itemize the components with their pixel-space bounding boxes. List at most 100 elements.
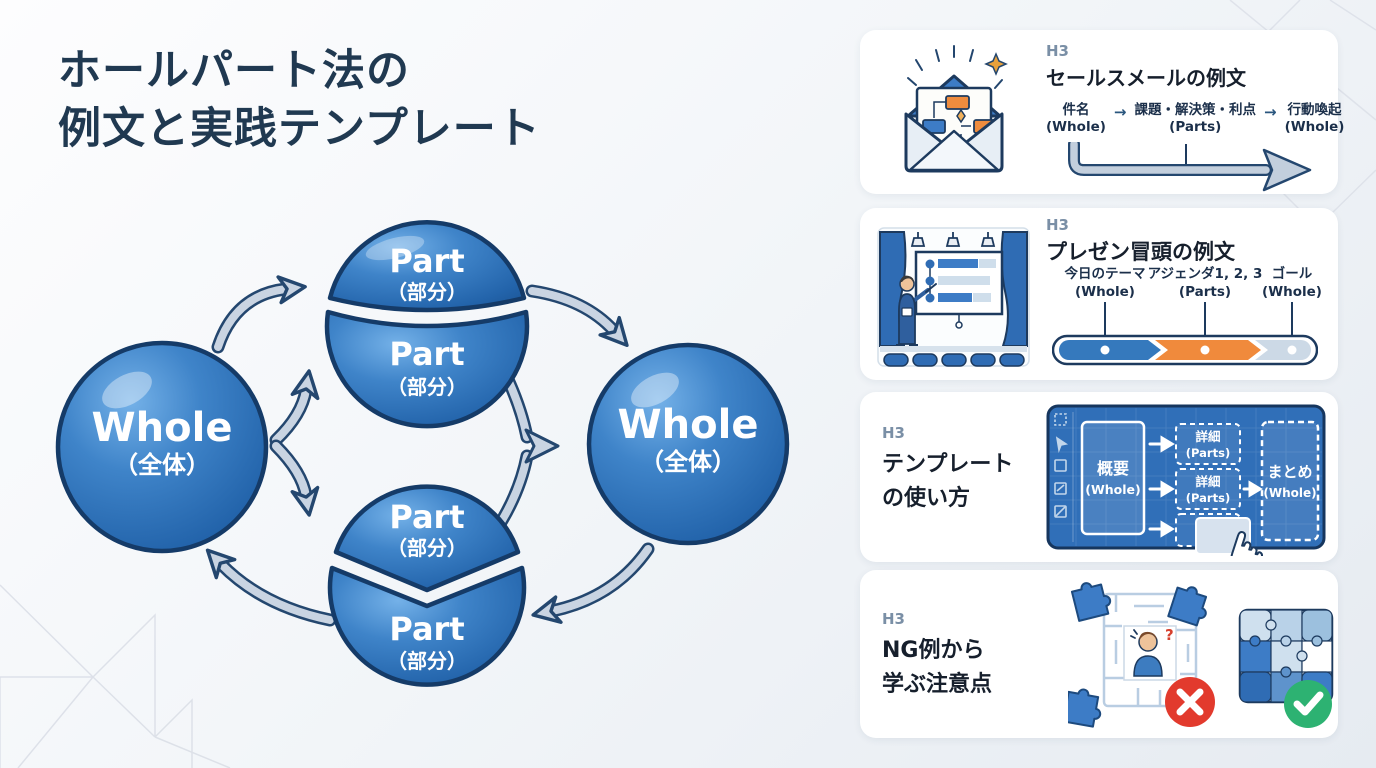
page-title: ホールパート法の 例文と実践テンプレート: [58, 42, 541, 159]
puzzle-piece-icon: [1068, 685, 1105, 729]
presenter: [896, 275, 937, 348]
card2-title: プレゼン冒頭の例文: [1046, 240, 1235, 264]
detail-box-2: 詳細 (Parts): [1175, 468, 1241, 510]
card1-title: セールスメールの例文: [1046, 66, 1246, 90]
svg-text:(Whole): (Whole): [1263, 486, 1316, 500]
flow-item-body: 課題・解決策・利点 (Parts): [1134, 102, 1256, 136]
whole-left-label: Whole: [92, 405, 233, 451]
progress-bar: [1052, 302, 1318, 366]
maze-puzzle-ng-icon: ?: [1068, 578, 1215, 729]
solved-puzzle-ok-icon: [1238, 608, 1334, 728]
card3-h3-tag: H3: [882, 424, 905, 442]
arrow-whole-to-parts-bottom: [531, 542, 655, 624]
part-bottom-a-label: Part: [389, 498, 464, 536]
flow-sub: (Whole): [1284, 118, 1345, 135]
background-pattern-bottom-left: [0, 584, 231, 768]
whole-left-sub: （全体）: [114, 451, 210, 479]
whole-part-cycle-diagram: Whole （全体） Whole （全体） Part （部分） Part （部分…: [55, 220, 790, 687]
puzzle-piece-icon: [1069, 578, 1115, 622]
svg-text:詳細: 詳細: [1195, 429, 1220, 444]
step-sub: (Parts): [1178, 283, 1232, 300]
flow-item-cta: 行動喚起 (Whole): [1285, 102, 1345, 136]
part-bottom-b-sub: （部分）: [387, 649, 467, 673]
step-sub: (Whole): [1075, 283, 1135, 300]
card4-h3-tag: H3: [882, 610, 905, 628]
card-template-usage: H3 テンプレート の使い方 概要 (Whole) 詳細: [860, 392, 1338, 562]
step-sub: (Whole): [1262, 283, 1322, 300]
page-title-line1: ホールパート法の: [58, 46, 410, 96]
question-mark: ?: [1165, 626, 1174, 644]
flow-sub: (Parts): [1169, 118, 1222, 135]
svg-text:詳細: 詳細: [1195, 474, 1220, 489]
whole-right-label: Whole: [618, 402, 759, 448]
screen-list: [925, 259, 996, 303]
card1-h3-tag: H3: [1046, 42, 1069, 60]
detail-box-1: 詳細 (Parts): [1175, 423, 1241, 465]
arrow-parts-top-to-whole: [525, 284, 629, 347]
card-sales-email: H3 セールスメールの例文 件名 (Whole) → 課題・解決策・利点 (Pa…: [860, 30, 1344, 194]
segment-whole1: [1059, 340, 1161, 360]
step-label: アジェンダ1, 2, 3: [1147, 266, 1263, 282]
flow-label: 行動喚起: [1287, 102, 1342, 118]
ok-badge: [1284, 680, 1332, 728]
card1-flow: 件名 (Whole) → 課題・解決策・利点 (Parts) → 行動喚起 (W…: [1046, 102, 1344, 136]
curtain-right: [1000, 231, 1028, 347]
svg-text:概要: 概要: [1097, 459, 1129, 478]
card4-title-line1: NG例から: [882, 638, 985, 663]
sparkle-icon: [984, 52, 1008, 76]
step-agenda: アジェンダ1, 2, 3 (Parts): [1148, 266, 1263, 301]
card-presentation-opening: H3 プレゼン冒頭の例文 今日のテーマ (Whole) アジェンダ1, 2, 3…: [860, 208, 1338, 380]
tool-strip-icons: [1054, 413, 1069, 518]
cycle-arrows: [205, 275, 655, 627]
card4-title-line2: 学ぶ注意点: [882, 672, 993, 697]
step-theme: 今日のテーマ (Whole): [1065, 266, 1146, 301]
flow-item-subject: 件名 (Whole): [1046, 102, 1106, 136]
parts-sphere-top: Part （部分） Part （部分）: [324, 220, 530, 429]
presentation-stage-icon: [877, 227, 1030, 367]
right-arrow-icon: →: [1263, 103, 1277, 121]
part-top-b-sub: （部分）: [387, 375, 467, 399]
whole-right-sub: （全体）: [640, 448, 736, 476]
audience-seats: [883, 353, 1025, 367]
parts-sphere-bottom: Part （部分） Part （部分）: [327, 484, 527, 687]
segment-whole2: [1255, 340, 1311, 360]
part-bottom-b-label: Part: [389, 610, 464, 648]
x-mark-icon: [1176, 688, 1204, 716]
whole-sphere-right: Whole （全体）: [586, 342, 790, 546]
panel-arrows: [1148, 435, 1263, 538]
big-flow-arrow: [1068, 142, 1312, 192]
summary-box: まとめ (Whole): [1260, 420, 1320, 542]
svg-text:(Parts): (Parts): [1186, 446, 1230, 460]
svg-text:(Whole): (Whole): [1085, 482, 1140, 497]
step-label: 今日のテーマ: [1064, 266, 1146, 282]
arrow-whole-to-parts-top: [211, 275, 307, 354]
ng-badge: [1165, 677, 1215, 727]
card3-title-line1: テンプレート: [882, 452, 1014, 477]
puzzle-piece-icon: [1167, 581, 1214, 628]
step-label: ゴール: [1271, 266, 1313, 282]
overview-box: 概要 (Whole): [1080, 420, 1146, 536]
flow-label: 件名: [1062, 102, 1090, 118]
arrow-parts-bottom-to-whole: [205, 548, 337, 627]
part-bottom-a-sub: （部分）: [387, 536, 467, 560]
email-flowchart-icon: [904, 45, 1008, 173]
svg-text:(Parts): (Parts): [1186, 491, 1230, 505]
maze: [1102, 592, 1198, 708]
arrow-whole-split-branch: [269, 369, 320, 517]
flow-label: 課題・解決策・利点: [1134, 102, 1256, 118]
confused-person: ?: [1130, 626, 1174, 677]
right-arrow-icon: →: [1113, 103, 1127, 121]
stage-lights: [910, 232, 996, 247]
whole-sphere-left: Whole （全体）: [55, 340, 269, 554]
card-ng-examples: H3 NG例から 学ぶ注意点 ?: [860, 570, 1338, 738]
template-canvas-icon: 概要 (Whole) 詳細 (Parts) 詳細 (Parts) まとめ (Wh…: [1046, 404, 1326, 556]
part-top-a-sub: （部分）: [387, 280, 467, 304]
step-goal: ゴール (Whole): [1262, 266, 1322, 301]
check-mark-icon: [1293, 691, 1324, 716]
page-title-line2: 例文と実践テンプレート: [58, 104, 541, 155]
card2-h3-tag: H3: [1046, 216, 1069, 234]
svg-text:まとめ: まとめ: [1267, 463, 1312, 481]
card3-title-line2: の使い方: [882, 486, 971, 511]
part-top-a-label: Part: [389, 242, 464, 280]
hand-cursor-icon: [1230, 531, 1263, 556]
